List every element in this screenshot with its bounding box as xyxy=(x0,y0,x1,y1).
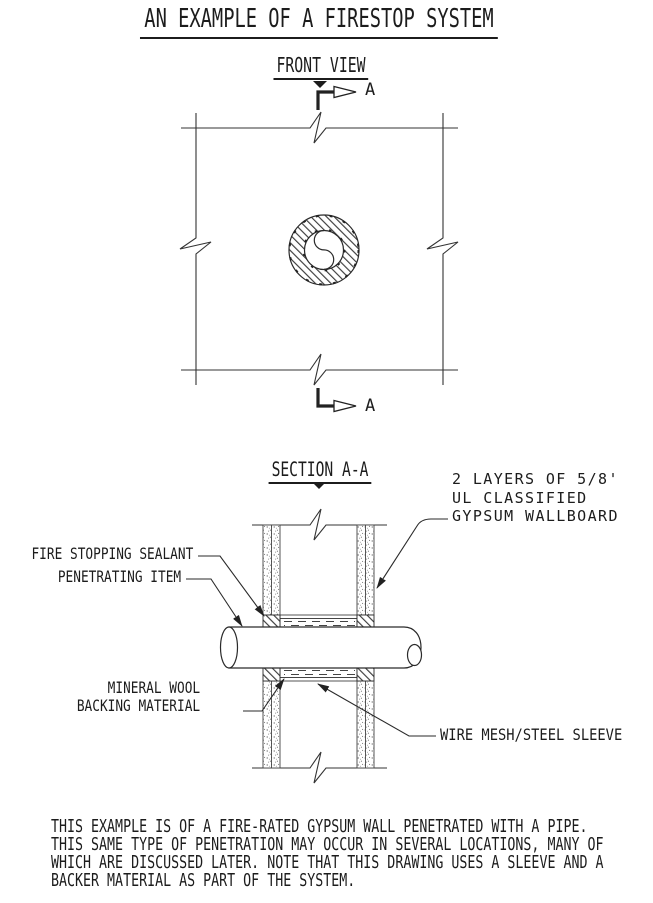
callout-wire-mesh-sleeve: WIRE MESH/STEEL SLEEVE xyxy=(440,725,623,744)
section-cut-arrow-bottom xyxy=(316,388,357,413)
sealant-blocks xyxy=(262,614,375,682)
front-view-drawing xyxy=(179,81,459,413)
callout-mineral-wool-line2: BACKING MATERIAL xyxy=(76,695,200,715)
callout-gypsum-line1: 2 LAYERS OF 5/8' xyxy=(452,470,619,488)
penetrating-pipe xyxy=(219,626,423,669)
section-view-label: SECTION A-A xyxy=(268,458,372,485)
leader-penetrating-item xyxy=(186,578,243,627)
leader-mineral-wool xyxy=(243,678,285,712)
callout-mineral-wool-line1: MINERAL WOOL xyxy=(107,678,200,697)
callout-gypsum-line3: GYPSUM WALLBOARD xyxy=(452,507,619,525)
callout-gypsum-wallboard: 2 LAYERS OF 5/8' UL CLASSIFIED GYPSUM WA… xyxy=(452,470,619,526)
drawing-title: AN EXAMPLE OF A FIRESTOP SYSTEM xyxy=(139,3,499,39)
notes-line3: WHICH ARE DISCUSSED LATER. NOTE THAT THI… xyxy=(51,853,604,873)
backing-band-below-pipe xyxy=(279,667,358,682)
front-view-label: FRONT VIEW xyxy=(273,53,369,80)
section-wall-break-lines xyxy=(252,508,387,784)
notes-paragraph: THIS EXAMPLE IS OF A FIRE-RATED GYPSUM W… xyxy=(51,818,604,890)
notes-line4: BACKER MATERIAL AS PART OF THE SYSTEM. xyxy=(51,871,356,891)
leader-wire-mesh xyxy=(317,683,436,737)
leader-lines xyxy=(186,518,448,737)
section-view-drawing xyxy=(186,482,448,784)
front-view-wall-outline xyxy=(179,111,459,386)
callout-mineral-wool: MINERAL WOOL BACKING MATERIAL xyxy=(77,679,200,714)
section-letter-top: A xyxy=(365,80,376,100)
callout-gypsum-line2: UL CLASSIFIED xyxy=(452,488,588,507)
leader-fire-stopping-sealant xyxy=(198,555,265,617)
front-view-label-pointer xyxy=(313,81,327,88)
notes-line1: THIS EXAMPLE IS OF A FIRE-RATED GYPSUM W… xyxy=(51,817,588,837)
notes-line2: THIS SAME TYPE OF PENETRATION MAY OCCUR … xyxy=(51,835,604,855)
front-view-penetration xyxy=(288,214,360,286)
backing-band-above-pipe xyxy=(279,614,358,629)
pipe-break-mark xyxy=(406,643,423,667)
section-cut-arrow-top xyxy=(316,85,357,110)
callout-penetrating-item: PENETRATING ITEM xyxy=(57,567,181,586)
section-letter-bottom: A xyxy=(365,396,376,416)
callout-fire-stopping-sealant: FIRE STOPPING SEALANT xyxy=(31,544,193,563)
pipe-end-ellipse xyxy=(219,626,239,669)
leader-gypsum-wallboard xyxy=(376,518,448,589)
